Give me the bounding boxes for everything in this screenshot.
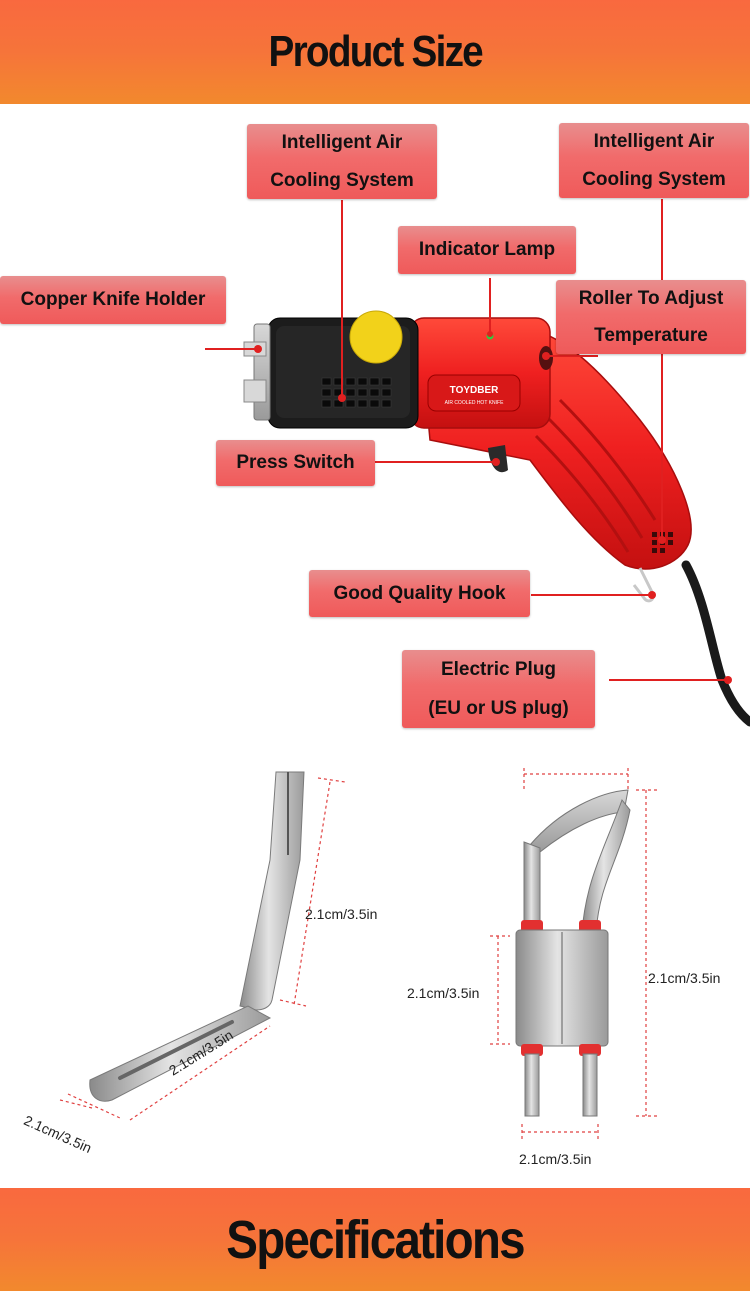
dim-cutter-holder: 2.1cm/3.5in bbox=[407, 985, 480, 1001]
brand-logo: TOYDBER bbox=[450, 385, 499, 396]
label-copper-knife-holder: Copper Knife Holder bbox=[0, 276, 226, 324]
product-illustration: TOYDBER AIR COOLED HOT KNIFE bbox=[59, 199, 750, 1140]
knife-holder bbox=[253, 323, 271, 421]
header-banner: Product Size bbox=[0, 0, 750, 104]
page-title: Product Size bbox=[268, 27, 483, 76]
label-air-cooling-left: Intelligent Air Cooling System bbox=[247, 124, 437, 199]
dim-cutter-height: 2.1cm/3.5in bbox=[648, 970, 721, 986]
label-air-cooling-right: Intelligent Air Cooling System bbox=[559, 123, 749, 198]
label-electric-plug: Electric Plug (EU or US plug) bbox=[402, 650, 595, 728]
section-title: Specifications bbox=[226, 1209, 525, 1270]
blade-illustration bbox=[89, 771, 305, 1102]
power-cord bbox=[681, 560, 750, 727]
brand-subtitle: AIR COOLED HOT KNIFE bbox=[445, 400, 504, 406]
label-indicator-lamp: Indicator Lamp bbox=[398, 226, 576, 274]
dim-blade-length: 2.1cm/3.5in bbox=[305, 906, 378, 922]
footer-banner: Specifications bbox=[0, 1188, 750, 1291]
label-roller-adjust: Roller To Adjust Temperature bbox=[556, 280, 746, 354]
label-hook: Good Quality Hook bbox=[309, 570, 530, 617]
cutter-illustration bbox=[515, 789, 631, 1117]
dim-cutter-base: 2.1cm/3.5in bbox=[519, 1151, 592, 1167]
label-press-switch: Press Switch bbox=[216, 440, 375, 486]
